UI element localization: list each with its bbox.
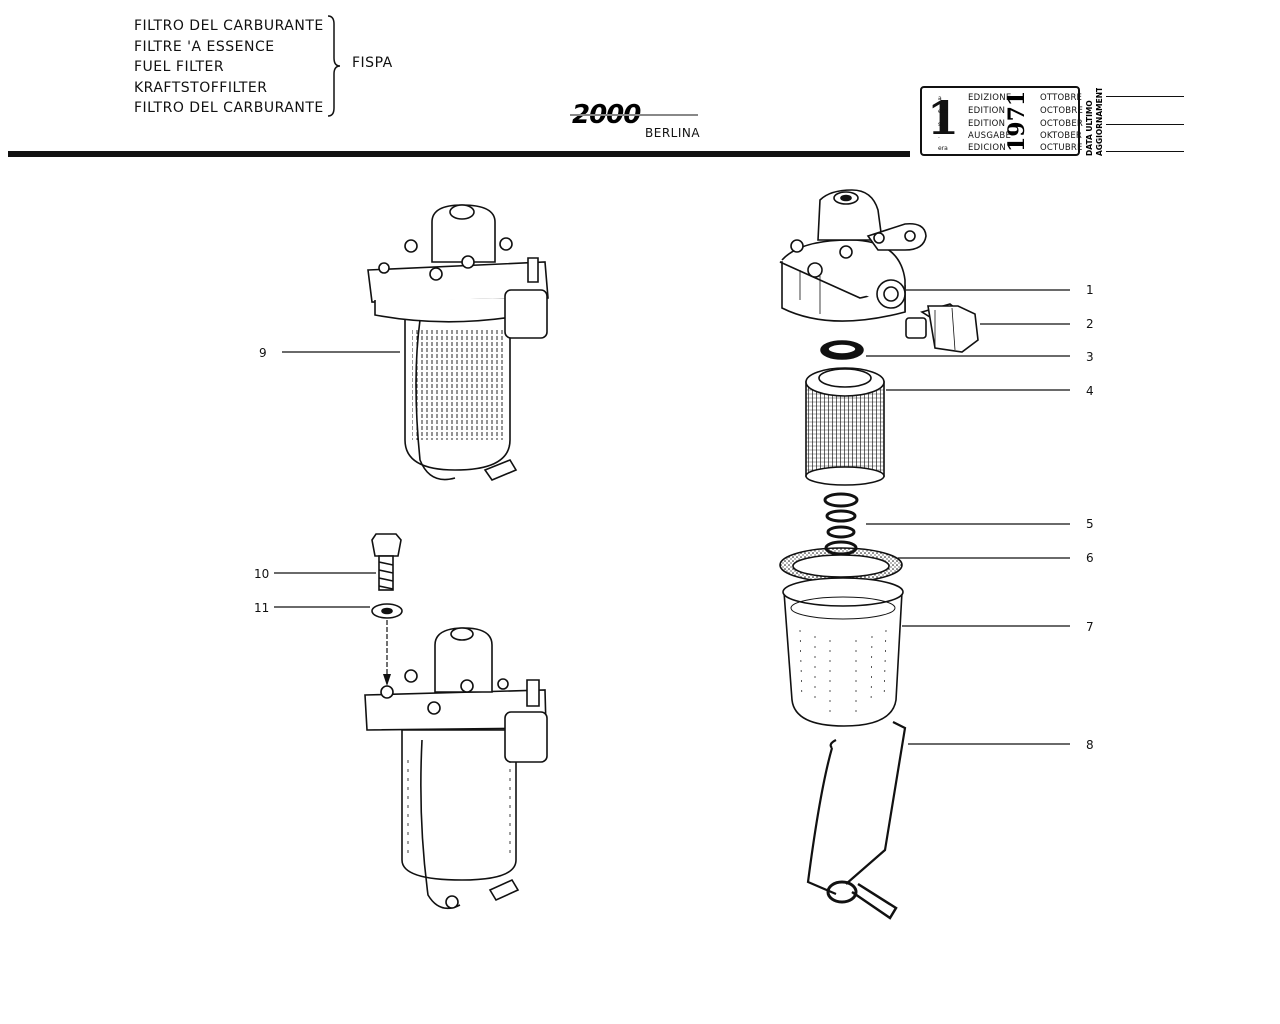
model-subtitle: BERLINA — [645, 126, 701, 140]
title-brace — [327, 15, 341, 117]
update-date-line-1 — [1106, 96, 1184, 97]
header-rule — [8, 151, 910, 157]
edition-sup-3: st — [938, 121, 944, 128]
update-date-line-3 — [1106, 151, 1184, 152]
update-date-line-2 — [1106, 124, 1184, 125]
callout-11: 11 — [254, 601, 270, 615]
edition-month-4: OKTOBER — [1040, 131, 1082, 141]
edition-sup-2: ere — [938, 108, 948, 115]
callout-4: 4 — [1086, 384, 1094, 398]
callout-1: 1 — [1086, 283, 1094, 297]
edition-month-5: OCTUBRE — [1040, 143, 1083, 153]
bolt-10 — [371, 533, 402, 591]
retaining-wire-8 — [806, 721, 907, 920]
edition-word-1: EDIZIONE — [968, 93, 1012, 103]
callout-7: 7 — [1086, 620, 1094, 634]
manufacturer-label: FISPA — [352, 55, 393, 71]
edition-word-5: EDICION — [968, 143, 1007, 153]
title-list: FILTRO DEL CARBURANTE FILTRE 'A ESSENCE … — [134, 16, 324, 119]
gasket-6 — [779, 547, 903, 583]
update-label-line-2: AGGIORNAMENTO — [1095, 88, 1104, 156]
title-english: FUEL FILTER — [134, 59, 225, 75]
edition-word-4: AUSGABE — [968, 131, 1012, 141]
title-french: FILTRE 'A ESSENCE — [134, 38, 275, 55]
edition-year-text: 1971 — [1004, 92, 1030, 152]
edition-sup-5: era — [938, 145, 948, 152]
banjo-union-2 — [905, 303, 979, 353]
edition-box: 1 a ere st . era EDIZIONE EDITION EDITIO… — [920, 86, 1084, 156]
edition-month-3: OCTOBER — [1040, 119, 1084, 129]
callout-6: 6 — [1086, 551, 1094, 565]
edition-word-2: EDITION — [968, 106, 1006, 116]
edition-year: 1971 — [1004, 92, 1030, 152]
leader-lines — [274, 289, 1070, 745]
filter-assembly-lower — [364, 627, 548, 910]
callout-8: 8 — [1086, 738, 1094, 752]
title-german: KRAFTSTOFFILTER — [134, 79, 268, 96]
callout-9: 9 — [259, 346, 267, 360]
seal-ring-3 — [820, 340, 864, 360]
edition-sup-4: . — [938, 133, 940, 140]
filter-element-4 — [805, 367, 885, 486]
edition-word-3: EDITION — [968, 119, 1006, 129]
filter-assembly-9 — [367, 204, 549, 481]
washer-11 — [371, 603, 403, 619]
callout-5: 5 — [1086, 517, 1094, 531]
bolt-arrow-head — [383, 674, 391, 686]
callout-10: 10 — [254, 567, 270, 581]
callout-2: 2 — [1086, 317, 1094, 331]
edition-sup-1: a — [938, 95, 942, 102]
edition-number: 1 — [927, 91, 960, 145]
filter-head-1 — [779, 189, 927, 322]
edition-month-2: OCTOBRE — [1040, 106, 1084, 116]
update-date-label: DATA ULTIMO AGGIORNAMENTO — [1085, 88, 1104, 156]
callout-3: 3 — [1086, 350, 1094, 364]
spring-5 — [823, 492, 859, 556]
model-logo: 2000 — [570, 103, 698, 127]
edition-month-1: OTTOBRE — [1040, 93, 1083, 103]
title-italian: FILTRO DEL CARBURANTE — [134, 18, 324, 34]
title-spanish: FILTRO DEL CARBURANTE — [134, 100, 324, 116]
glass-bowl-7 — [782, 577, 904, 727]
update-label-line-1: DATA ULTIMO — [1085, 100, 1094, 156]
